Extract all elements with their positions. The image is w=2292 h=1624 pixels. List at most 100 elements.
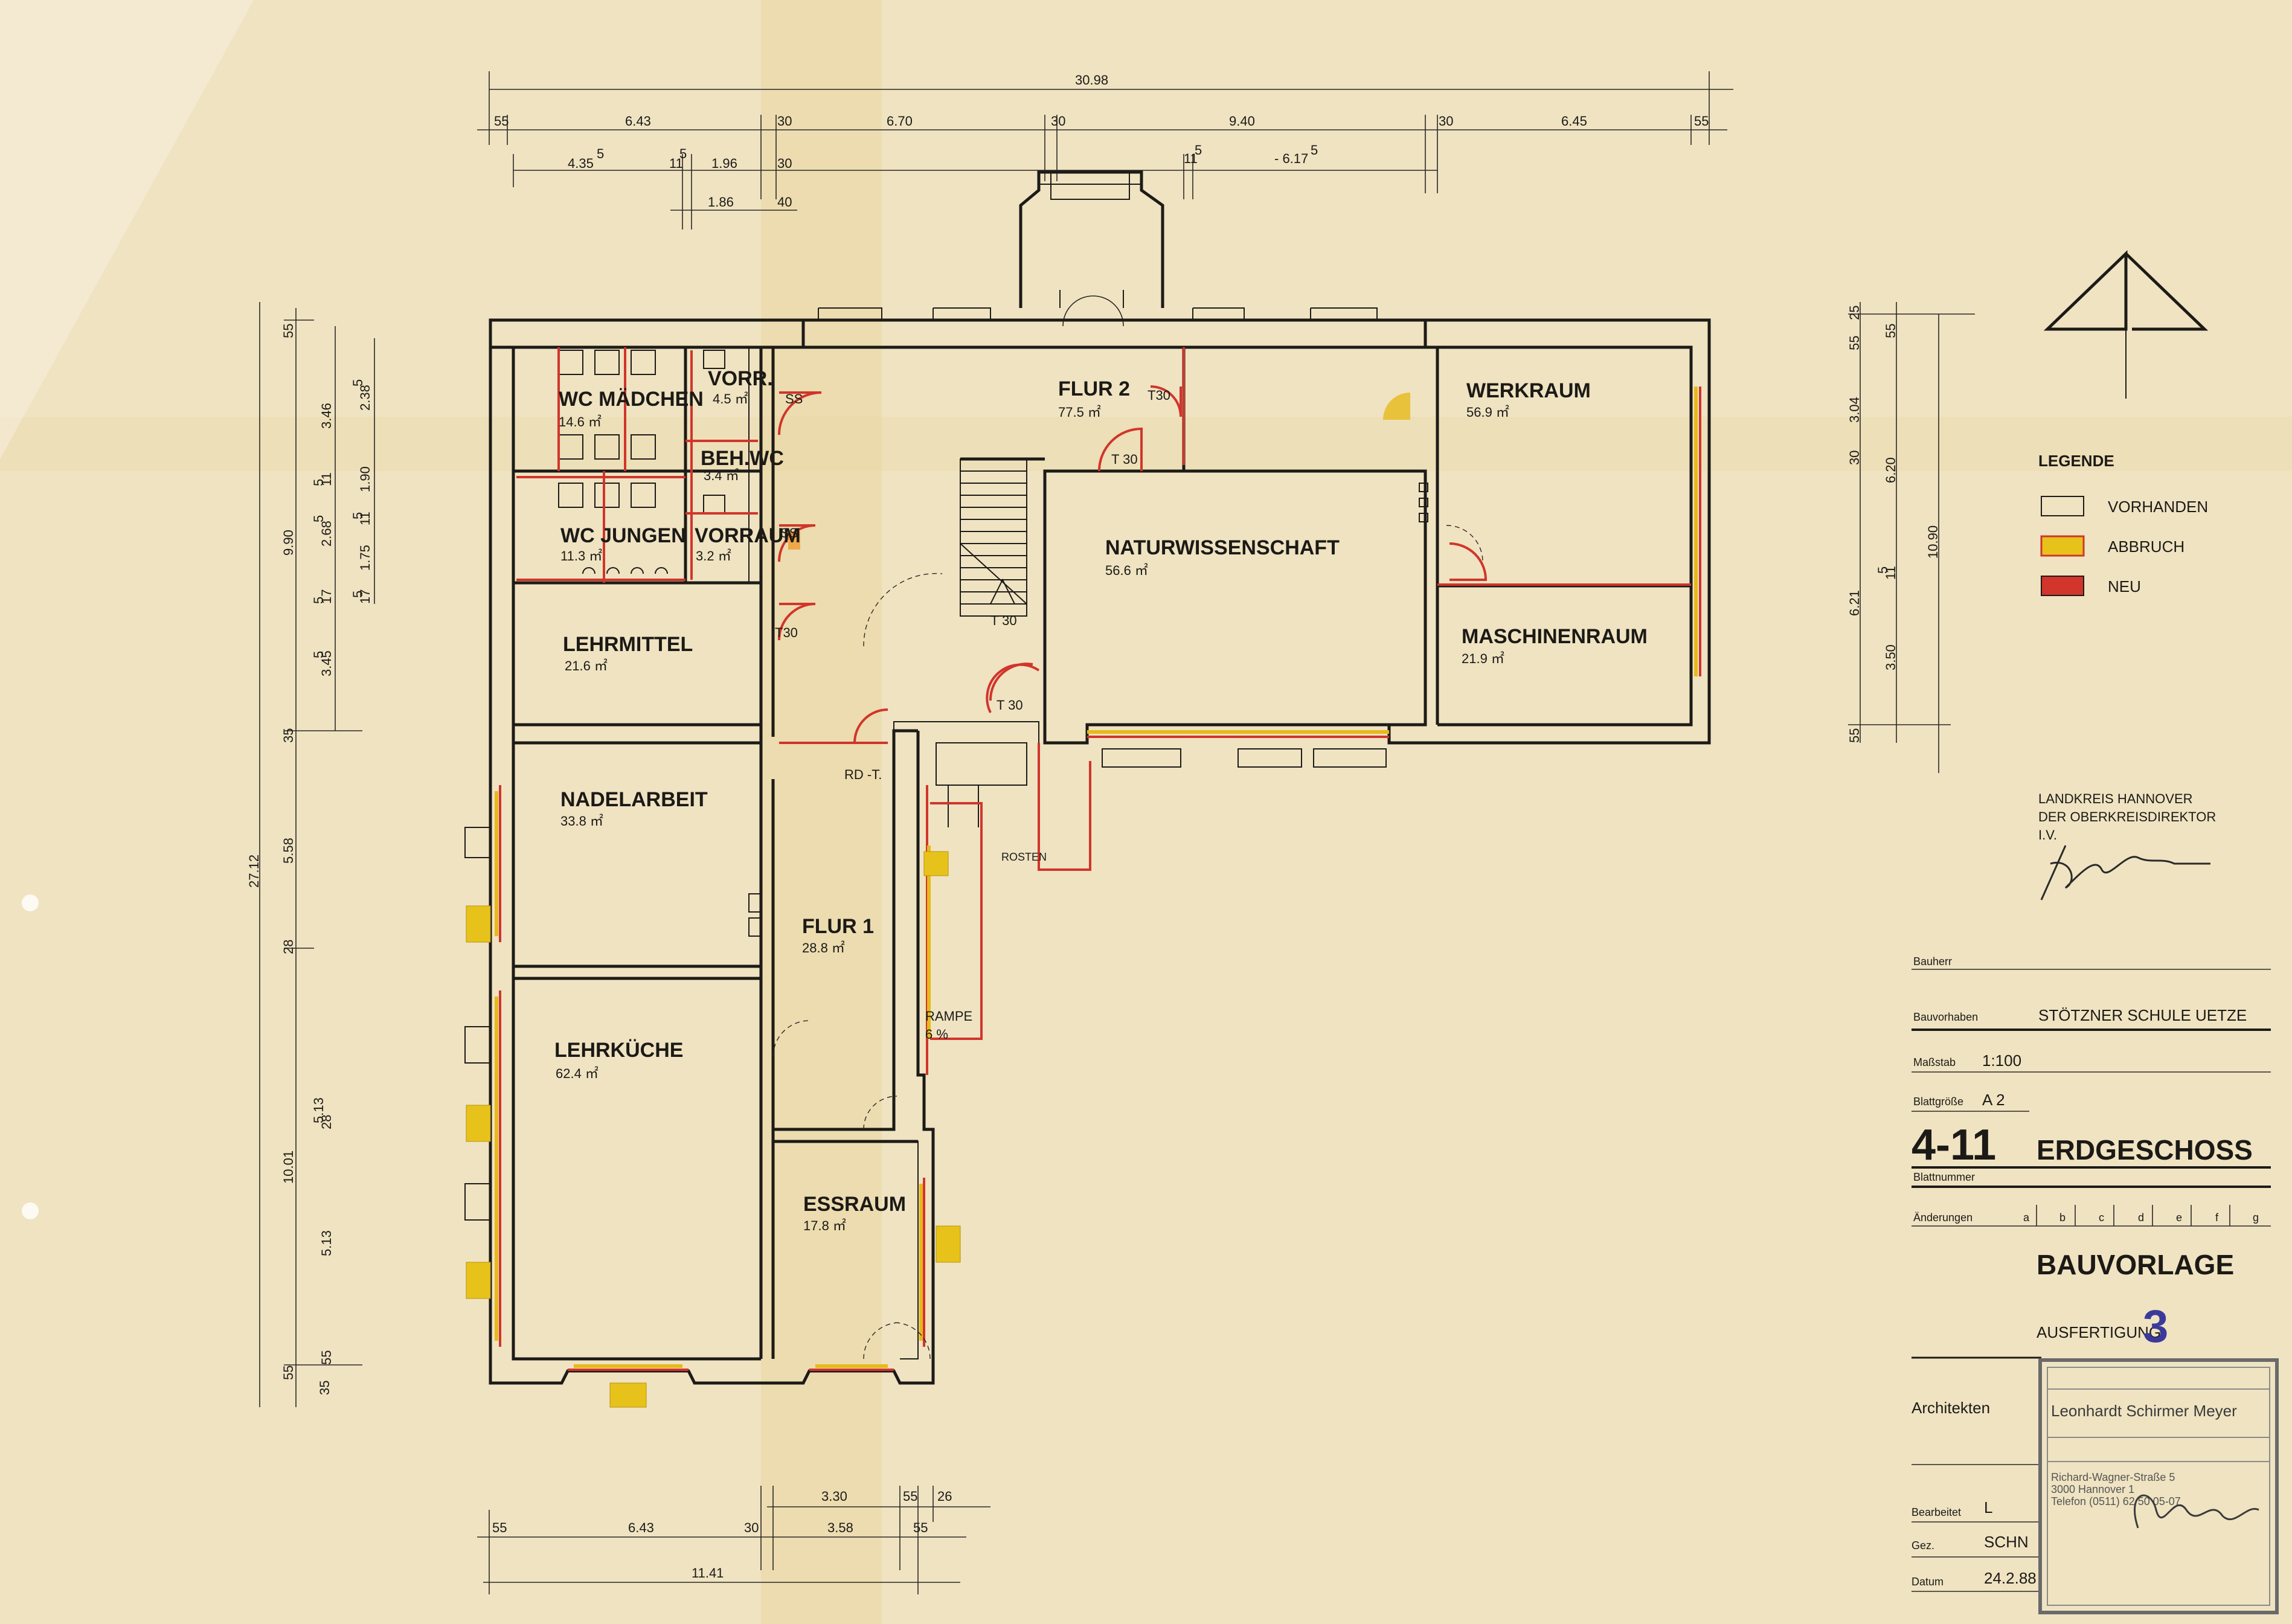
tb-aend-g: g xyxy=(2253,1212,2259,1224)
tb-aend-c: c xyxy=(2099,1212,2104,1224)
dim-left-c9: 28 xyxy=(319,1115,334,1129)
tb-gez: SCHN xyxy=(1984,1533,2029,1551)
door-ss-2: SS xyxy=(780,525,798,541)
dim-bottom-1: 3.30 xyxy=(821,1489,847,1504)
area-flur-1: 28.8 ㎡ xyxy=(802,940,845,955)
dim-left-b5: 5 xyxy=(311,515,326,522)
new-construction xyxy=(499,347,1701,1371)
dim-right-b4: 5 xyxy=(1875,566,1890,574)
dim-left-c10: 5.13 xyxy=(311,1097,326,1123)
tb-aend-a: a xyxy=(2023,1212,2030,1224)
dim-right-a1: 25 xyxy=(1847,306,1862,320)
stair xyxy=(960,458,1027,617)
tb-bauvorhaben-label: Bauvorhaben xyxy=(1913,1011,1978,1023)
tb-blattname: ERDGESCHOSS xyxy=(2037,1134,2253,1166)
signature-icon xyxy=(2040,845,2210,900)
dim-right-b5: 3.50 xyxy=(1883,644,1898,670)
room-wc-maedchen: WC MÄDCHEN xyxy=(559,388,704,411)
tb-address-1: Richard-Wagner-Straße 5 xyxy=(2051,1471,2175,1483)
dim-mid-6: 30 xyxy=(777,156,792,171)
dim-top-8: 6.45 xyxy=(1561,114,1587,129)
dim-left-a5: 28 xyxy=(281,940,296,954)
tb-architekten-label: Architekten xyxy=(1912,1399,1990,1417)
tb-ausfertigung-label: AUSFERTIGUNG xyxy=(2037,1323,2161,1341)
dim-mid-7: 11 xyxy=(1184,151,1198,166)
tb-aend-e: e xyxy=(2176,1212,2182,1224)
authority-line-3: I.V. xyxy=(2038,827,2057,842)
legend-label-neu: NEU xyxy=(2108,577,2141,595)
dim-left-b4: 2.68 xyxy=(319,521,334,547)
dim-top-6: 9.40 xyxy=(1229,114,1255,129)
area-wc-maedchen: 14.6 ㎡ xyxy=(559,414,602,429)
dim-bottom-overall: 11.41 xyxy=(692,1565,724,1581)
legend-label-vorhanden: VORHANDEN xyxy=(2108,498,2208,516)
area-beh-wc: 3.4 ㎡ xyxy=(704,468,739,483)
door-t30-2: T 30 xyxy=(1111,452,1138,467)
room-maschinenraum: MASCHINENRAUM xyxy=(1462,625,1648,648)
dim-left-a6: 10.01 xyxy=(281,1151,296,1184)
room-vorr: VORR. xyxy=(708,367,773,390)
room-essraum: ESSRAUM xyxy=(803,1193,906,1216)
door-rd-t: RD -T. xyxy=(844,767,882,782)
room-vorraum: VORRAUM xyxy=(695,524,801,547)
dim-bottom-4: 55 xyxy=(492,1520,507,1535)
dim-bottom-6: 30 xyxy=(744,1520,759,1535)
north-arrow-icon xyxy=(2043,250,2209,399)
tb-phone: Telefon (0511) 62 50 05-07 xyxy=(2051,1495,2181,1507)
dim-left-a3: 35 xyxy=(281,728,296,743)
legend-swatch-abbruch xyxy=(2040,535,2085,557)
tb-architekten: Leonhardt Schirmer Meyer xyxy=(2051,1402,2237,1420)
dim-right-c: 10.90 xyxy=(1925,525,1940,559)
door-t30-3: T30 xyxy=(775,625,798,640)
dim-left-c4: 11 xyxy=(358,512,373,525)
tb-aend-f: f xyxy=(2215,1212,2219,1224)
tb-massstab-label: Maßstab xyxy=(1913,1056,1956,1068)
area-essraum: 17.8 ㎡ xyxy=(803,1218,846,1233)
room-naturwissenschaft: NATURWISSENSCHAFT xyxy=(1105,536,1340,559)
door-ss-1: SS xyxy=(785,391,803,406)
dim-left-b8: 3.45 xyxy=(319,650,334,676)
area-flur-2: 77.5 ㎡ xyxy=(1058,405,1101,420)
dim-left-a8: 35 xyxy=(317,1381,332,1395)
top-dimensions: 30.98 55 6.43 30 6.70 30 9.40 30 6.45 55… xyxy=(477,71,1733,229)
dim-bottom-3: 26 xyxy=(937,1489,952,1504)
dim-left-c6: 1.75 xyxy=(358,545,373,571)
tb-aenderungen-grid: a b c d e f g xyxy=(2023,1205,2259,1226)
door-t30-1: T30 xyxy=(1148,388,1170,403)
dim-left-c3: 1.90 xyxy=(358,466,373,492)
legend-title: LEGENDE xyxy=(2038,452,2114,470)
tb-aend-d: d xyxy=(2138,1212,2144,1224)
right-dimensions: 25 55 3.04 30 6.21 55 55 6.20 11 5 3.50 … xyxy=(1847,302,1975,773)
area-vorr: 4.5 ㎡ xyxy=(713,391,748,406)
dim-top-2: 6.43 xyxy=(625,114,651,129)
tb-blattnummer-label: Blattnummer xyxy=(1913,1171,1975,1183)
label-rampe-slope: 6 % xyxy=(925,1027,948,1042)
legend-swatch-neu xyxy=(2041,576,2084,596)
room-lehrmittel: LEHRMITTEL xyxy=(563,633,693,656)
dim-top-9: 55 xyxy=(1694,114,1709,129)
dim-left-c5: 5 xyxy=(350,512,365,519)
area-lehrmittel: 21.6 ㎡ xyxy=(565,658,608,673)
dim-left-a2: 9.90 xyxy=(281,530,296,556)
authority-line-2: DER OBERKREISDIREKTOR xyxy=(2038,809,2216,824)
windows xyxy=(464,307,1483,1359)
dim-left-b1: 3.46 xyxy=(319,403,334,429)
dim-left-c1: 2.38 xyxy=(358,385,373,411)
dim-left-b7: 5 xyxy=(311,597,326,604)
dim-left-a7: 55 xyxy=(281,1366,296,1380)
dim-right-a6: 55 xyxy=(1847,728,1862,743)
area-vorraum: 3.2 ㎡ xyxy=(696,548,731,563)
dim-left-c12: 55 xyxy=(319,1350,334,1365)
room-beh-wc: BEH.WC xyxy=(701,447,784,470)
dim-left-c8: 5 xyxy=(350,591,365,598)
dim-mid-3: 11 xyxy=(669,156,683,171)
dim-mid-4: 5 xyxy=(679,146,687,161)
dim-low-2: 40 xyxy=(777,194,792,210)
tb-aend-b: b xyxy=(2059,1212,2066,1224)
dim-mid-8: 5 xyxy=(1195,143,1202,158)
title-block: Bauherr Bauvorhaben STÖTZNER SCHULE UETZ… xyxy=(1912,955,2279,1614)
building-walls xyxy=(489,170,1711,1385)
dim-top-4: 6.70 xyxy=(887,114,913,129)
dim-bottom-2: 55 xyxy=(903,1489,917,1504)
